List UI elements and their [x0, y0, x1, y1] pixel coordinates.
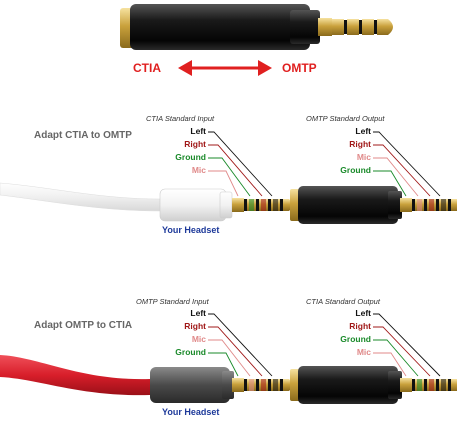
- plug-tip: [400, 378, 457, 392]
- headset-plug: [159, 188, 227, 222]
- adapter-body: [298, 186, 398, 224]
- leader-line: [373, 144, 431, 197]
- section-1-output-label-ground: Ground: [340, 165, 371, 175]
- leader-line: [373, 352, 407, 377]
- leader-line: [373, 313, 441, 377]
- leader-line: [373, 326, 431, 377]
- leader-line: [208, 313, 273, 377]
- leader-line: [208, 170, 239, 197]
- leader-line: [373, 157, 419, 197]
- section-1-graphics: [0, 182, 457, 224]
- conversion-arrow: [178, 60, 272, 76]
- plug-tip: [400, 198, 457, 212]
- section-2-graphics: [0, 355, 457, 404]
- plug-tip: [232, 378, 293, 392]
- section-2-input-label-left: Left: [190, 308, 206, 318]
- leader-line: [208, 339, 251, 377]
- headset-plug: [150, 367, 230, 403]
- section-2-input-title: OMTP Standard Input: [136, 297, 209, 306]
- leader-line: [208, 326, 263, 377]
- leader-line: [373, 170, 407, 197]
- ctia-label: CTIA: [133, 61, 161, 75]
- headset-cable: [0, 355, 150, 396]
- section-1-output-label-mic: Mic: [356, 152, 371, 162]
- section-2-output-label-left: Left: [355, 308, 371, 318]
- leader-line: [373, 339, 419, 377]
- section-2-output-label-mic: Mic: [356, 347, 371, 357]
- omtp-label: OMTP: [282, 61, 317, 75]
- section-2-headset-label: Your Headset: [162, 407, 220, 417]
- section-2-title: Adapt OMTP to CTIA: [34, 320, 133, 331]
- section-2-output-label-ground: Ground: [340, 334, 371, 344]
- section-2-output-title: CTIA Standard Output: [306, 297, 380, 306]
- leader-line: [208, 144, 263, 197]
- section-2-input-label-right: Right: [184, 321, 206, 331]
- section-2-output-label-right: Right: [349, 321, 371, 331]
- section-1-input-label-left: Left: [190, 126, 206, 136]
- section-2-input-label-mic: Mic: [191, 334, 206, 344]
- section-2-input-label-ground: Ground: [175, 347, 206, 357]
- section-1-output-label-right: Right: [349, 139, 371, 149]
- adapter-body: [298, 366, 398, 404]
- section-1-title: Adapt CTIA to OMTP: [34, 130, 132, 141]
- leader-line: [208, 157, 251, 197]
- headset-cable: [0, 182, 161, 212]
- section-1-headset-label: Your Headset: [162, 225, 220, 235]
- leader-line: [208, 131, 273, 197]
- section-1-output-label-left: Left: [355, 126, 371, 136]
- plug-tip: [232, 198, 293, 212]
- leader-line: [373, 131, 441, 197]
- section-1-input-label-right: Right: [184, 139, 206, 149]
- section-1-input-label-ground: Ground: [175, 152, 206, 162]
- leader-line: [208, 352, 239, 377]
- top-adapter-image: [120, 4, 393, 50]
- section-1-input-label-mic: Mic: [191, 165, 206, 175]
- section-1-input-title: CTIA Standard Input: [146, 114, 215, 123]
- section-1-output-title: OMTP Standard Output: [306, 114, 385, 123]
